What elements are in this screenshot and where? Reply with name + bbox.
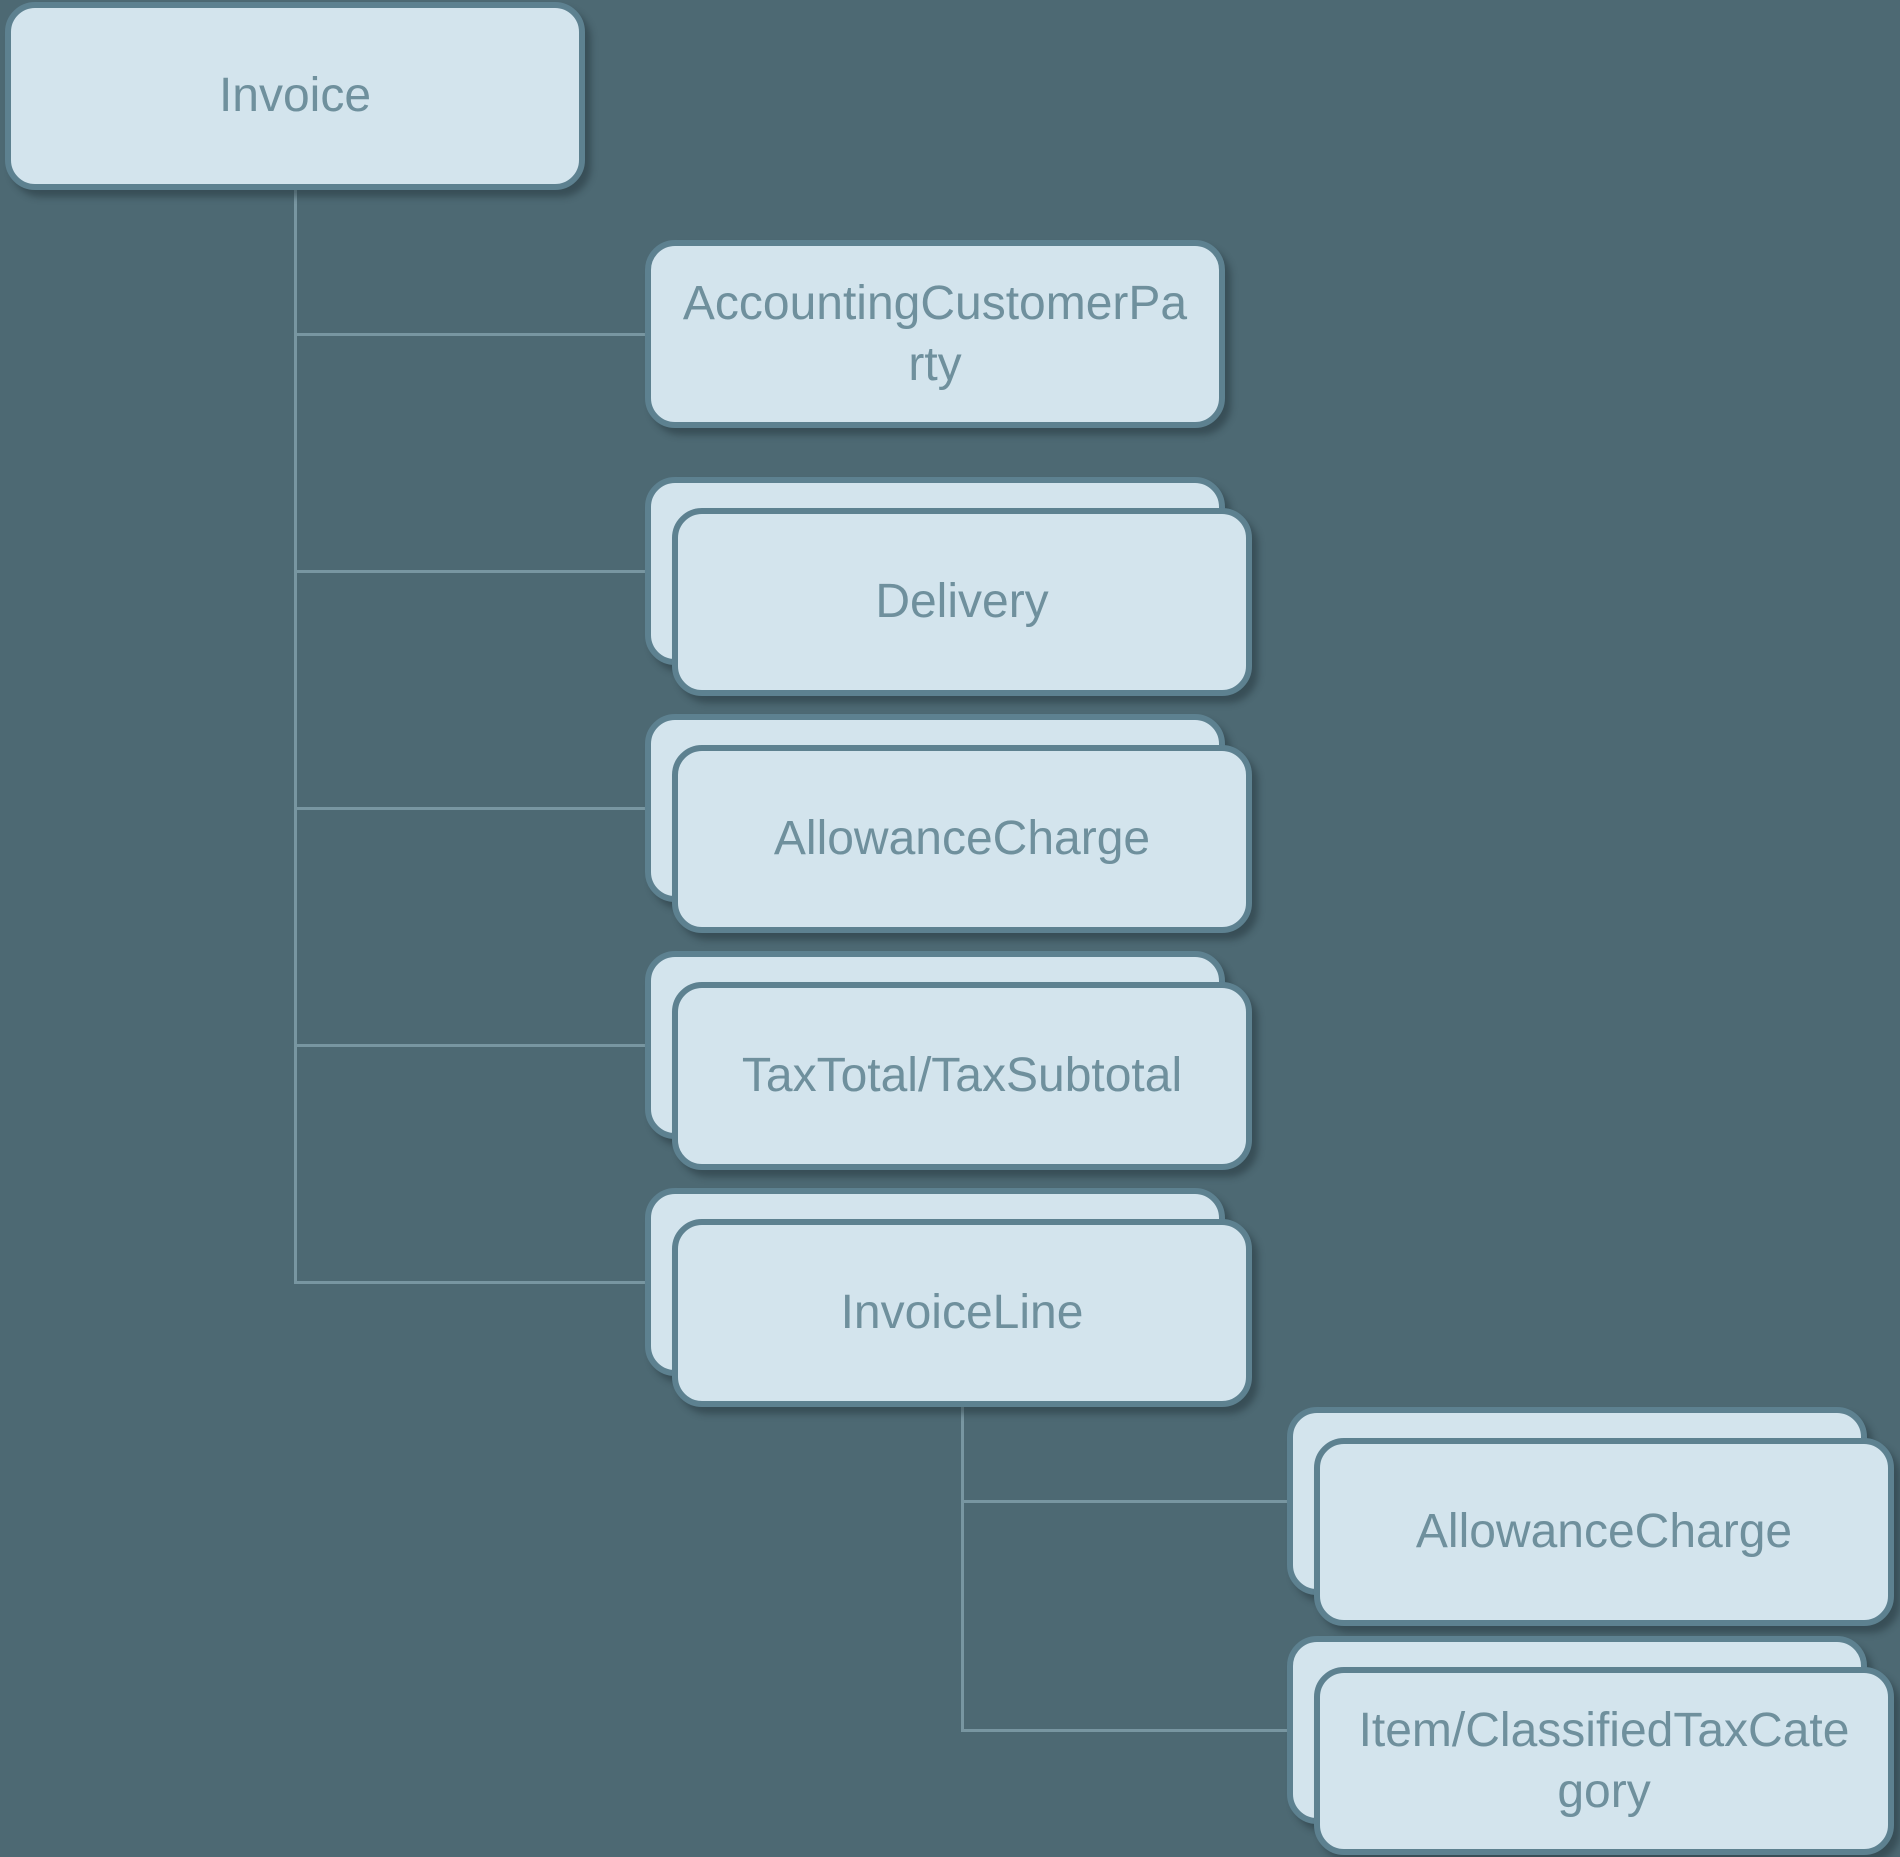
node-label: Delivery xyxy=(875,575,1049,629)
node-label: Invoice xyxy=(218,69,372,123)
node-box-front: Item/ClassifiedTaxCategory xyxy=(1314,1667,1894,1855)
connector-branch xyxy=(295,806,648,810)
node-label: AccountingCustomerParty xyxy=(682,276,1188,391)
node-label: AllowanceCharge xyxy=(773,812,1151,866)
node-box-front: InvoiceLine xyxy=(672,1219,1252,1407)
node-box-front: AllowanceCharge xyxy=(1314,1438,1894,1626)
node-box-front: Invoice xyxy=(5,2,585,190)
connector-trunk xyxy=(293,190,297,1284)
node-label: Item/ClassifiedTaxCategory xyxy=(1358,1703,1850,1818)
node-label: TaxTotal/TaxSubtotal xyxy=(741,1049,1183,1103)
connector-branch xyxy=(962,1499,1290,1503)
node-box-front: AccountingCustomerParty xyxy=(645,240,1225,428)
node-box-front: TaxTotal/TaxSubtotal xyxy=(672,982,1252,1170)
node-label: AllowanceCharge xyxy=(1415,1505,1793,1559)
connector-branch xyxy=(295,1280,648,1284)
connector-branch xyxy=(295,569,648,573)
node-box-front: Delivery xyxy=(672,508,1252,696)
connector-branch xyxy=(295,332,648,336)
node-label: InvoiceLine xyxy=(840,1286,1084,1340)
connector-branch xyxy=(962,1728,1290,1732)
connector-trunk xyxy=(960,1407,964,1732)
node-box-front: AllowanceCharge xyxy=(672,745,1252,933)
connector-branch xyxy=(295,1043,648,1047)
